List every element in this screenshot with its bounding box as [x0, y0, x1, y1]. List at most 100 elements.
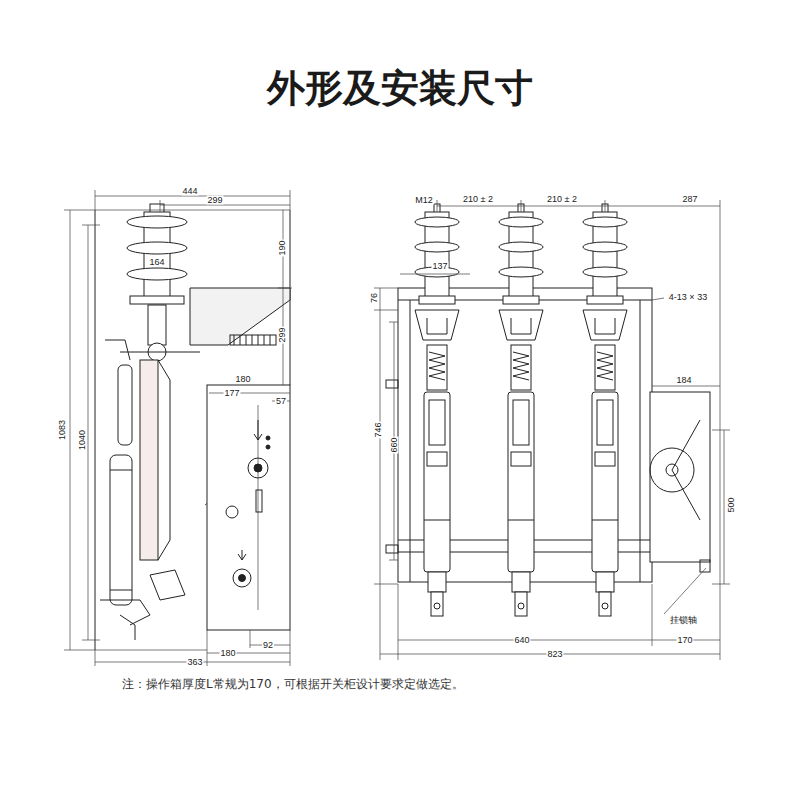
front-view-part — [415, 204, 459, 616]
side-view-part — [158, 360, 170, 560]
front-view-part — [583, 204, 627, 616]
side-dimensions-part — [95, 190, 96, 210]
front-dimensions-part — [398, 640, 720, 641]
side-view-part — [127, 216, 187, 228]
side-dimensions-part — [88, 225, 89, 640]
side-view-part — [248, 458, 268, 478]
side-dimensions-part — [95, 196, 290, 197]
dimension-label: 1083 — [58, 419, 67, 441]
front-dimensions-part — [652, 386, 720, 387]
dimension-label: 190 — [278, 239, 287, 256]
dimension-label: 823 — [546, 650, 563, 659]
side-view-part — [239, 575, 246, 582]
side-dimensions-part — [250, 630, 251, 648]
front-dimensions-part — [712, 584, 730, 585]
dimension-label: 287 — [681, 195, 698, 204]
side-view-part — [110, 455, 132, 605]
front-view-part — [386, 545, 398, 553]
dimension-label: M12 — [414, 196, 434, 205]
side-view-part — [110, 470, 132, 471]
side-view-part — [230, 335, 276, 345]
side-view-part — [207, 385, 290, 630]
side-view — [95, 204, 290, 650]
side-view-part — [110, 590, 132, 591]
side-dimensions-part — [64, 210, 95, 211]
side-view-part — [95, 650, 207, 651]
side-view-part — [226, 506, 238, 518]
front-view-part — [499, 204, 543, 616]
side-dimensions-part — [290, 190, 291, 210]
dimension-label: 76 — [370, 292, 379, 304]
side-view-part — [148, 305, 166, 345]
dimension-label: 299 — [278, 326, 287, 343]
front-dimensions-part — [380, 584, 381, 660]
dimension-label: 640 — [513, 636, 530, 645]
side-view-part — [118, 365, 132, 445]
side-view-part — [127, 268, 187, 280]
front-dimensions-part — [400, 274, 470, 275]
front-dimensions-part — [652, 298, 664, 300]
front-dimensions-part — [664, 568, 706, 614]
dimension-label: 挂锁轴 — [669, 616, 698, 625]
dimension-label: 500 — [727, 496, 736, 513]
side-view-part — [120, 615, 135, 640]
side-dimensions-part — [209, 393, 290, 394]
dimension-label: 57 — [275, 397, 287, 406]
front-view — [386, 204, 710, 616]
side-dimensions-part — [70, 210, 71, 650]
front-dimensions-part — [374, 310, 398, 311]
side-dimensions-part — [82, 225, 100, 226]
front-dimensions-part — [398, 584, 399, 660]
side-dimensions-part — [82, 640, 100, 641]
dimension-label: 210 ± 2 — [546, 195, 578, 204]
dimension-label: 444 — [181, 187, 198, 196]
side-view-part — [234, 335, 270, 345]
dimension-label: 164 — [148, 258, 165, 267]
dimension-label: 170 — [676, 636, 693, 645]
front-dimensions-part — [374, 288, 398, 289]
side-dimensions-part — [207, 630, 208, 666]
dimension-label: 210 ± 2 — [462, 195, 494, 204]
front-dimensions-part — [652, 584, 653, 646]
dimension-label: 660 — [390, 436, 399, 453]
side-view-part — [95, 210, 290, 211]
front-dimensions-part — [389, 322, 398, 323]
front-view-part — [386, 380, 398, 388]
front-view-part — [700, 560, 710, 572]
front-dimensions-part — [724, 430, 725, 584]
side-dimensions-part — [290, 630, 291, 666]
side-view-part — [127, 242, 187, 254]
side-dimensions-part — [64, 650, 95, 651]
dimension-label: 180 — [234, 375, 251, 384]
side-view-part — [100, 340, 150, 625]
dimension-label: 1040 — [78, 429, 87, 451]
side-view-part — [130, 296, 184, 304]
side-dimensions — [64, 190, 292, 666]
side-view-part — [140, 360, 158, 560]
front-view-part — [672, 420, 700, 520]
front-dimensions-part — [437, 206, 720, 207]
side-view-part — [120, 352, 200, 353]
side-dimensions-part — [160, 200, 161, 212]
side-view-part — [190, 288, 290, 345]
side-view-part — [266, 436, 270, 440]
side-dimensions-part — [160, 205, 290, 206]
side-view-part — [254, 464, 262, 472]
side-view-part — [238, 550, 246, 560]
front-dimensions — [374, 200, 730, 660]
dimension-label: 180 — [219, 649, 236, 658]
dimension-label: 177 — [223, 389, 240, 398]
dimension-label: 299 — [206, 196, 223, 205]
side-view-part — [95, 210, 96, 650]
page-title: 外形及安装尺寸 — [267, 69, 533, 107]
front-dimensions-part — [437, 200, 438, 212]
side-view-part — [254, 420, 262, 440]
front-dimensions-part — [374, 584, 398, 585]
side-view-part — [150, 570, 185, 600]
side-view-part — [233, 569, 251, 587]
note-caption: 注：操作箱厚度L常规为170，可根据开关柜设计要求定做选定。 — [122, 678, 464, 690]
front-dimensions-part — [712, 430, 730, 431]
dimension-label: 137 — [431, 262, 448, 271]
front-view-part — [650, 392, 710, 562]
